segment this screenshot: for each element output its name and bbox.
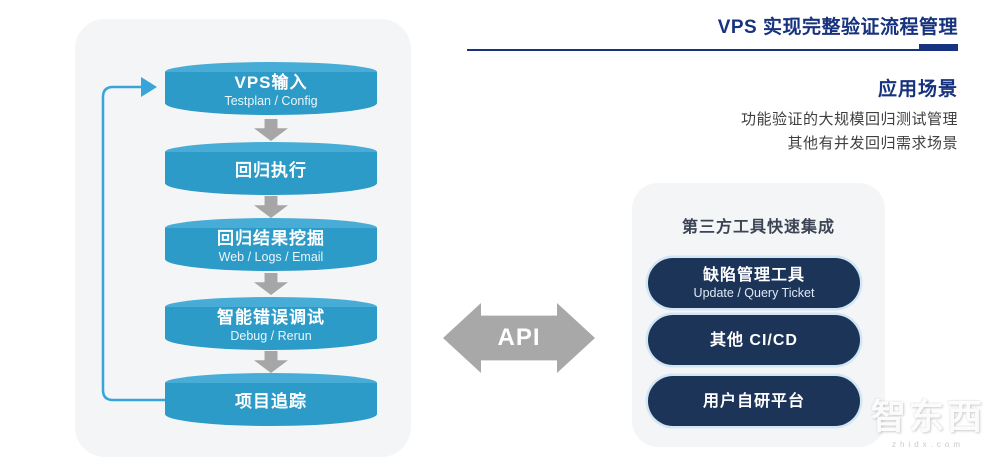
tool-user-platform: 用户自研平台 xyxy=(648,376,860,426)
flow-step-label: 回归执行 xyxy=(235,161,307,180)
down-arrow-icon xyxy=(254,351,288,373)
flow-step-project-tracking: 项目追踪 xyxy=(165,373,377,426)
tool-sublabel: Update / Query Ticket xyxy=(693,285,815,300)
down-arrow-icon xyxy=(254,196,288,218)
tool-label: 缺陷管理工具 xyxy=(702,266,805,284)
feedback-loop-arrow-icon xyxy=(101,77,165,402)
tool-label: 用户自研平台 xyxy=(702,392,805,410)
flow-step-regression-run: 回归执行 xyxy=(165,142,377,195)
flow-step-label: 智能错误调试 xyxy=(217,308,325,327)
integration-title: 第三方工具快速集成 xyxy=(681,219,835,236)
tool-label: 其他 CI/CD xyxy=(709,331,798,349)
cylinder-body xyxy=(165,152,377,195)
watermark-logo: 智东西 xyxy=(870,398,985,437)
watermark: 智东西 zhidx.com xyxy=(858,398,998,449)
tool-defect-management: 缺陷管理工具 Update / Query Ticket xyxy=(648,258,860,308)
flow-step-text: VPS输入 Testplan / Config xyxy=(165,62,377,115)
api-label: API xyxy=(497,324,541,351)
vps-flow-card: VPS输入 Testplan / Config 回归执行 回归结果挖掘 Web … xyxy=(75,19,411,457)
cylinder-body xyxy=(165,228,377,271)
tool-other-cicd: 其他 CI/CD xyxy=(648,315,860,365)
watermark-url: zhidx.com xyxy=(891,440,964,449)
scenario-line: 其他有并发回归需求场景 xyxy=(787,135,958,152)
flow-step-text: 回归执行 xyxy=(165,142,377,195)
flow-step-label: 项目追踪 xyxy=(235,392,307,411)
flow-step-sublabel: Testplan / Config xyxy=(224,94,318,108)
flow-step-text: 回归结果挖掘 Web / Logs / Email xyxy=(165,218,377,271)
cylinder-body xyxy=(165,383,377,426)
down-arrow-icon xyxy=(254,119,288,141)
page-title: VPS 实现完整验证流程管理 xyxy=(717,17,958,38)
flow-step-vps-input: VPS输入 Testplan / Config xyxy=(165,62,377,115)
cylinder-body xyxy=(165,72,377,115)
cylinder-body xyxy=(165,307,377,350)
title-underline-accent xyxy=(919,44,958,51)
flow-step-result-mining: 回归结果挖掘 Web / Logs / Email xyxy=(165,218,377,271)
title-underline xyxy=(467,49,958,51)
integration-card: 第三方工具快速集成 缺陷管理工具 Update / Query Ticket 其… xyxy=(632,183,885,447)
flow-step-sublabel: Web / Logs / Email xyxy=(218,250,324,264)
flow-step-label: 回归结果挖掘 xyxy=(217,229,325,248)
flow-step-label: VPS输入 xyxy=(234,73,308,92)
scenario-line: 功能验证的大规模回归测试管理 xyxy=(740,111,958,128)
api-double-arrow-icon: API xyxy=(443,303,595,373)
flow-step-text: 项目追踪 xyxy=(165,373,377,426)
flow-step-text: 智能错误调试 Debug / Rerun xyxy=(165,297,377,350)
flow-step-sublabel: Debug / Rerun xyxy=(230,329,312,343)
down-arrow-icon xyxy=(254,273,288,295)
scenarios-heading: 应用场景 xyxy=(877,79,958,100)
flow-step-smart-debug: 智能错误调试 Debug / Rerun xyxy=(165,297,377,350)
